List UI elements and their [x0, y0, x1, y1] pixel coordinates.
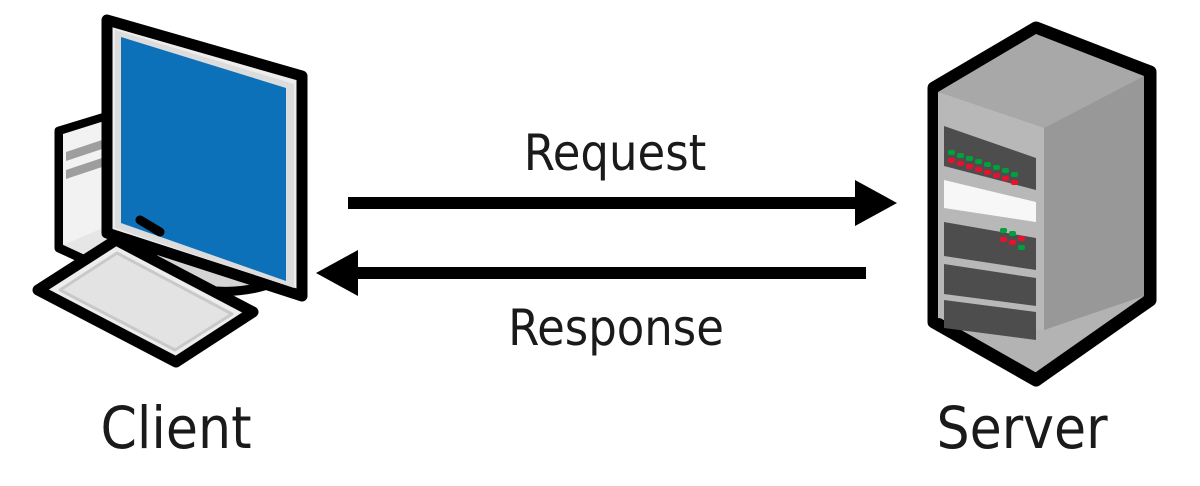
monitor-screen — [121, 37, 286, 281]
request-label: Request — [524, 124, 707, 182]
server-label: Server — [936, 394, 1108, 462]
request-arrow-head — [855, 180, 897, 226]
request-arrow-line — [348, 197, 859, 209]
client-node: Client — [32, 14, 308, 462]
server-bay-4 — [944, 300, 1036, 340]
response-arrow-head — [316, 250, 358, 296]
server-top-face — [938, 34, 1144, 128]
response-arrow: Response — [316, 250, 866, 357]
server-side-face — [1044, 76, 1144, 330]
server-led-cluster-upper — [948, 150, 1018, 185]
monitor-tower-connector — [135, 215, 165, 237]
response-label: Response — [508, 299, 724, 357]
request-arrow: Request — [348, 124, 897, 226]
server-bay-3 — [944, 264, 1036, 306]
keyboard-key-area — [58, 251, 234, 352]
keyboard-icon — [32, 234, 259, 368]
server-node: Server — [927, 21, 1157, 462]
server-led-cluster-lower — [1000, 228, 1025, 250]
client-label: Client — [100, 394, 251, 462]
server-slot-white — [944, 180, 1036, 222]
server-tower-icon — [927, 21, 1157, 387]
response-arrow-line — [358, 267, 866, 279]
